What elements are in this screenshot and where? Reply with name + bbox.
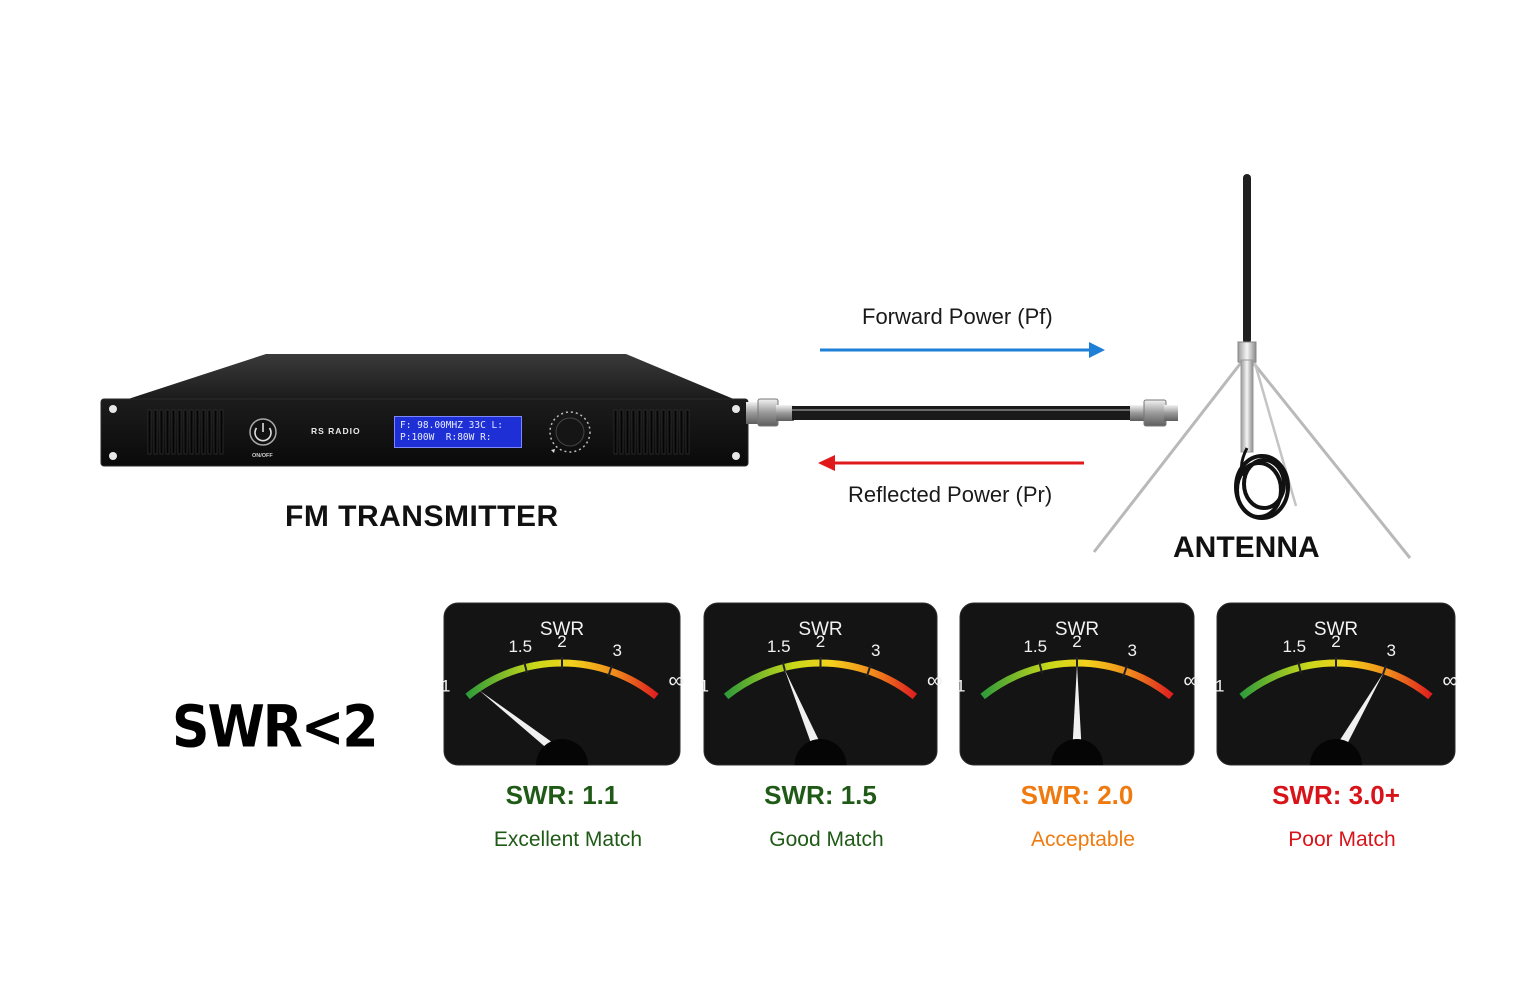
scale-label: ∞ [1183,667,1199,692]
meter-title: SWR [798,619,842,640]
lcd-line-1: F: 98.00MHZ 33C L: [400,420,503,431]
scale-tick [523,661,529,674]
match-quality-label: Good Match [769,828,884,851]
vent-grille-right [613,409,690,455]
reflected-power-arrow [818,455,1084,471]
fm-transmitter [100,354,794,467]
match-quality-label: Acceptable [1031,828,1135,851]
meter-title: SWR [1055,619,1099,640]
needle-pivot [536,739,588,765]
forward-power-label: Forward Power (Pf) [862,304,1053,329]
meter-needle [1072,665,1082,755]
power-button [249,418,277,446]
scale-label: 1 [1215,676,1224,695]
scale-label: 3 [612,641,621,660]
scale-label: 1.5 [1023,637,1047,656]
swr-meter: 1 1.5 2 3 ∞ SWR [700,602,943,766]
scale-tick [781,661,787,674]
scale-label: ∞ [927,667,943,692]
scale-tick [1381,664,1388,677]
scale-label: 1.5 [1282,637,1306,656]
needle-pivot [794,739,847,765]
swr-meters: 1 1.5 2 3 ∞ SWR 1 1.5 2 3 ∞ SWR 1 1.5 2 3 ∞ SWR 1 1.5 2 3 ∞ SWR [441,602,1458,766]
forward-power-arrow [820,342,1105,358]
swr-meter: 1 1.5 2 3 ∞ SWR [956,602,1199,766]
scale-label: ∞ [1442,667,1458,692]
rf-output-connector [746,398,794,427]
meter-needle [479,690,567,758]
meter-needle [784,669,826,757]
swr-reading: SWR: 1.1 [505,780,619,810]
scale-tick [1122,664,1129,677]
scale-label: 2 [1072,632,1081,651]
scale-label: 1 [956,676,965,695]
scale-tick [1297,661,1303,674]
scale-label: 2 [1331,632,1340,651]
coax-cable [792,406,1136,420]
lcd-line-2: P:100W R:80W R: [400,432,492,443]
meter-title: SWR [540,619,584,640]
antenna [1092,174,1412,559]
swr-reading: SWR: 2.0 [1020,780,1134,810]
scale-label: 2 [557,632,566,651]
antenna-label: ANTENNA [1173,531,1320,564]
swr-meter: 1 1.5 2 3 ∞ SWR [441,602,684,766]
brand-logo: RS RADIO [311,426,361,436]
meter-title: SWR [1314,619,1358,640]
transmitter-label: FM TRANSMITTER [285,500,559,533]
swr-threshold-label: SWR<2 [172,694,379,762]
scale-label: 1.5 [767,637,791,656]
scale-tick [1038,661,1044,674]
needle-pivot [1310,739,1362,765]
vent-grille-left [147,409,224,455]
scale-label: 1 [441,676,450,695]
meter-needle [1331,672,1384,757]
scale-label: 1 [700,676,709,695]
scale-label: 1.5 [508,637,532,656]
scale-label: 3 [1127,641,1136,660]
scale-label: 3 [871,641,880,660]
swr-meter: 1 1.5 2 3 ∞ SWR [1215,602,1458,766]
needle-pivot [1051,739,1103,765]
reflected-power-label: Reflected Power (Pr) [848,482,1053,507]
swr-reading: SWR: 3.0+ [1272,780,1400,810]
match-quality-label: Poor Match [1288,828,1396,851]
scale-tick [607,664,614,677]
lcd-display: F: 98.00MHZ 33C L: P:100W R:80W R: [394,416,522,448]
scale-label: ∞ [668,667,684,692]
scale-tick [865,664,872,677]
match-quality-label: Excellent Match [493,828,643,851]
power-switch-label: ON/OFF [252,453,273,459]
scale-label: 3 [1386,641,1395,660]
antenna-connector [1130,399,1178,427]
scale-label: 2 [816,632,825,651]
tuning-knob [549,411,591,453]
swr-reading: SWR: 1.5 [764,780,877,810]
